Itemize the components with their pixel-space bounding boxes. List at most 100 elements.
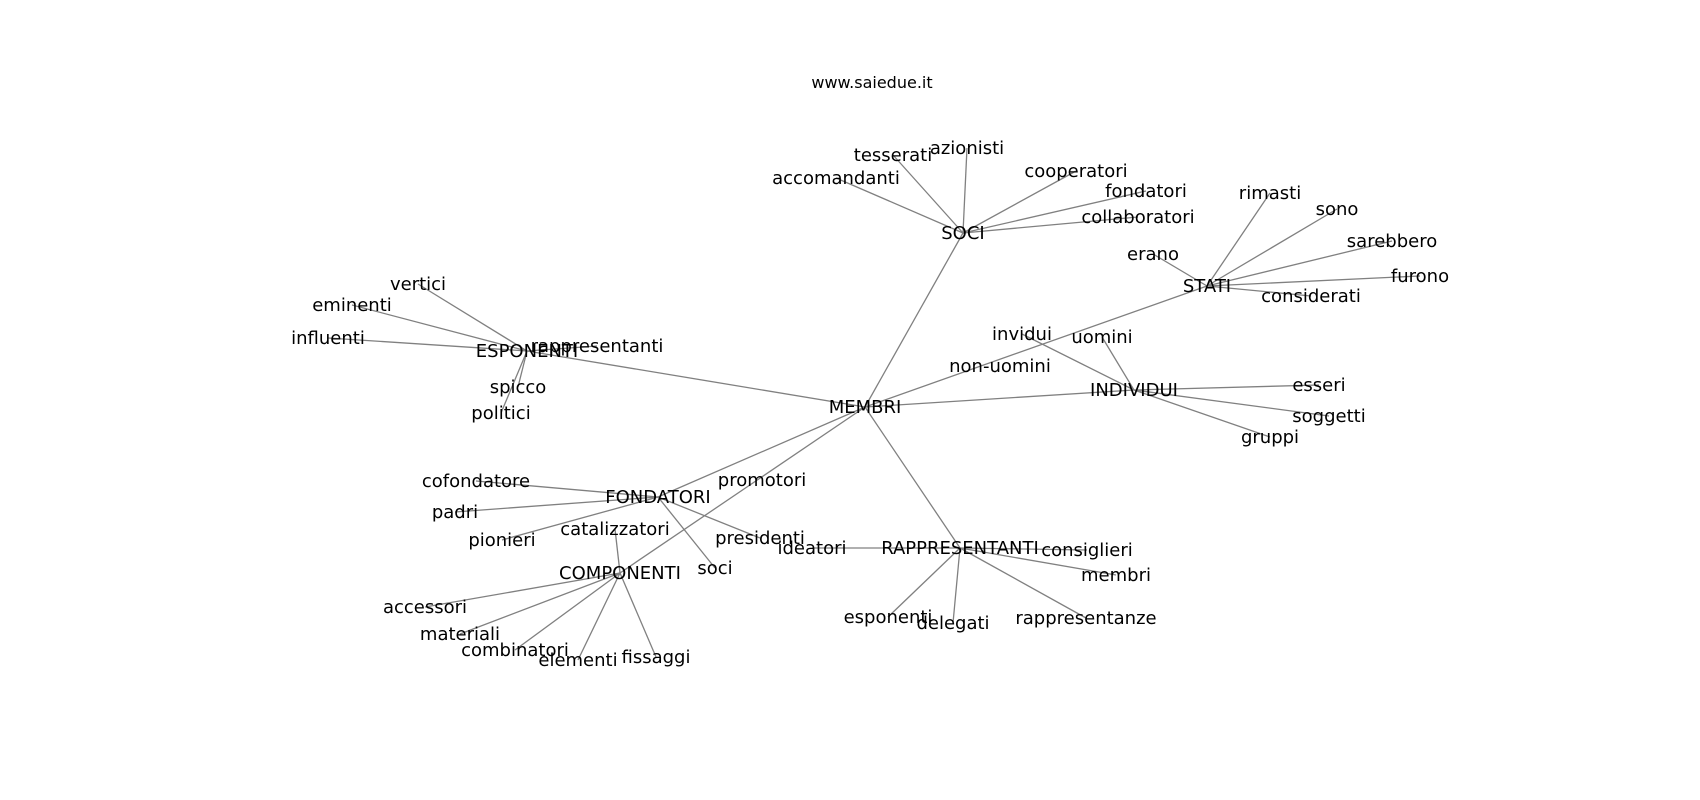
edge-esponenti-politici xyxy=(500,350,528,414)
node-label-elementi: elementi xyxy=(538,650,617,671)
edge-individui-uomini xyxy=(1101,336,1135,391)
node-label-collaboratori: collaboratori xyxy=(1081,207,1194,228)
node-label-combinatori: combinatori xyxy=(461,640,569,661)
node-label-politici: politici xyxy=(471,403,530,424)
node-label-uomini: uomini xyxy=(1071,327,1132,348)
node-label-delegati: delegati xyxy=(916,613,989,634)
diagram-title: www.saiedue.it xyxy=(811,73,932,92)
edge-fondatori-padri xyxy=(454,496,659,513)
edge-fondatori-soci xyxy=(657,496,716,569)
edge-individui-esseri xyxy=(1133,384,1320,391)
edge-esponenti-spicco xyxy=(517,350,528,388)
node-label-accomandanti: accomandanti xyxy=(772,168,900,189)
node-label-promotori: promotori xyxy=(718,470,806,491)
node-label-azionisti: azionisti xyxy=(930,138,1004,159)
edge-esponenti-vertici xyxy=(417,283,528,352)
edge-stati-erano xyxy=(1152,253,1208,287)
edge-rappresentanti-consiglieri xyxy=(959,547,1088,551)
node-label-ideatori: ideatori xyxy=(777,538,846,559)
edge-rappresentanti-membri xyxy=(959,547,1117,576)
node-label-non-uomini: non-uomini xyxy=(949,356,1051,377)
node-label-componenti: COMPONENTI xyxy=(559,563,681,584)
node-label-fondatori: FONDATORI xyxy=(605,487,710,508)
edge-fondatori-cofondatore xyxy=(475,480,659,498)
node-label-cooperatori: cooperatori xyxy=(1024,161,1127,182)
node-label-soci: soci xyxy=(697,558,732,579)
node-label-fissaggi: fissaggi xyxy=(622,647,691,668)
node-label-esponenti: esponenti xyxy=(844,607,933,628)
node-label-padri: padri xyxy=(432,502,478,523)
node-label-sono: sono xyxy=(1316,199,1359,220)
edge-fondatori-presidenti xyxy=(657,496,761,539)
edge-soci-cooperatori xyxy=(962,170,1077,234)
edge-componenti-fissaggi xyxy=(619,572,657,658)
node-label-esseri: esseri xyxy=(1292,375,1345,396)
node-label-considerati: considerati xyxy=(1261,286,1361,307)
edge-componenti-materiali xyxy=(459,572,621,635)
edge-membri-fondatori xyxy=(657,406,866,498)
edge-soci-accomandanti xyxy=(835,177,964,234)
node-label-eminenti: eminenti xyxy=(312,295,392,316)
node-label-fondatori: fondatori xyxy=(1105,181,1187,202)
node-label-rimasti: rimasti xyxy=(1239,183,1301,204)
node-label-rappresentanti: RAPPRESENTANTI xyxy=(881,538,1039,559)
edge-stati-considerati xyxy=(1206,285,1312,297)
edge-rappresentanti-rappresentanze xyxy=(959,547,1087,619)
node-label-presidenti: presidenti xyxy=(715,528,805,549)
edge-membri-rappresentanti xyxy=(864,406,961,549)
edge-soci-collaboratori xyxy=(962,216,1139,234)
edge-membri-soci xyxy=(864,232,964,408)
node-label-tesserati: tesserati xyxy=(854,145,932,166)
node-label-rappresentanze: rappresentanze xyxy=(1015,608,1156,629)
node-label-consiglieri: consiglieri xyxy=(1041,540,1133,561)
node-label-accessori: accessori xyxy=(383,597,467,618)
edge-componenti-combinatori xyxy=(514,572,621,651)
node-label-stati: STATI xyxy=(1183,276,1231,297)
edge-rappresentanti-esponenti xyxy=(887,547,961,618)
edge-membri-stati xyxy=(864,285,1208,408)
node-label-cofondatore: cofondatore xyxy=(422,471,530,492)
edge-individui-gruppi xyxy=(1133,389,1271,438)
edge-soci-tesserati xyxy=(892,154,964,234)
edge-stati-sarebbero xyxy=(1206,240,1393,287)
node-label-soci: SOCI xyxy=(941,223,984,244)
edge-stati-sono xyxy=(1206,208,1338,287)
node-label-furono: furono xyxy=(1391,266,1449,287)
edge-componenti-accessori xyxy=(424,572,621,608)
edge-componenti-elementi xyxy=(577,572,621,661)
node-label-gruppi: gruppi xyxy=(1241,427,1299,448)
edge-membri-esponenti xyxy=(526,350,866,408)
node-label-membri: membri xyxy=(1081,565,1151,586)
node-label-rappresentanti: rappresentanti xyxy=(531,336,664,357)
node-label-catalizzatori: catalizzatori xyxy=(560,519,669,540)
node-label-soggetti: soggetti xyxy=(1292,406,1365,427)
edge-fondatori-pionieri xyxy=(501,496,659,541)
node-label-membri: MEMBRI xyxy=(829,397,902,418)
node-label-individui: INDIVIDUI xyxy=(1090,380,1178,401)
edge-individui-invidui xyxy=(1021,333,1135,391)
edges-layer xyxy=(327,147,1421,661)
edge-stati-furono xyxy=(1206,275,1421,287)
node-label-invidui: invidui xyxy=(992,324,1052,345)
labels-layer: MEMBRI SOCI ESPONENTI STATI INDIVIDUI FONDATO… xyxy=(291,138,1449,671)
edge-rappresentanti-delegati xyxy=(952,547,961,624)
edge-componenti-catalizzatori xyxy=(614,528,621,574)
edge-soci-azionisti xyxy=(962,147,968,234)
node-label-vertici: vertici xyxy=(390,274,446,295)
edge-esponenti-rappresentanti xyxy=(526,345,598,352)
node-label-esponenti: ESPONENTI xyxy=(476,341,578,362)
node-label-influenti: influenti xyxy=(291,328,365,349)
edge-membri-componenti xyxy=(619,406,866,574)
node-label-sarebbero: sarebbero xyxy=(1347,231,1437,252)
node-label-spicco: spicco xyxy=(490,377,547,398)
edge-soci-fondatori xyxy=(962,190,1147,234)
node-label-materiali: materiali xyxy=(420,624,500,645)
edge-esponenti-influenti xyxy=(327,337,528,352)
node-label-pionieri: pionieri xyxy=(468,530,535,551)
edge-individui-soggetti xyxy=(1133,389,1330,417)
node-label-erano: erano xyxy=(1127,244,1179,265)
edge-membri-individui xyxy=(864,389,1135,408)
edge-stati-rimasti xyxy=(1206,192,1271,287)
edge-esponenti-eminenti xyxy=(351,304,528,352)
